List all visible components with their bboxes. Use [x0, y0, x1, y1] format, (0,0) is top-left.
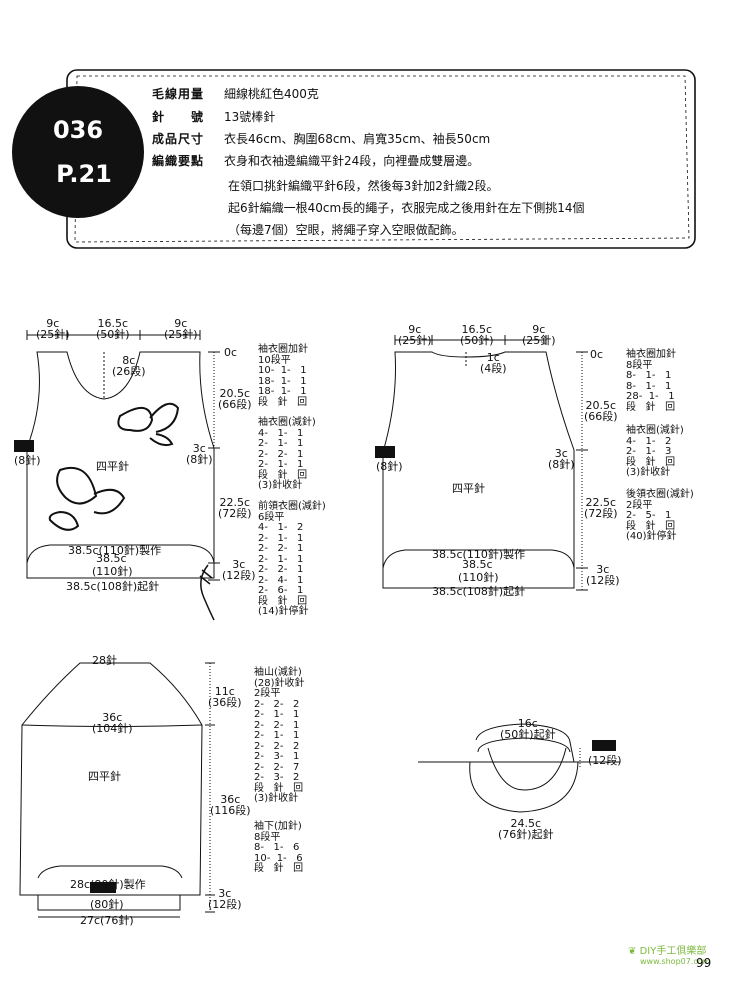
- front-piece-outline: [26, 351, 215, 579]
- watermark-url: www.shop07.com: [640, 957, 711, 966]
- sleeve-mid: 36c (104針): [92, 711, 133, 735]
- sleeve-note-cap: 袖山(減針) (28)針收針 2段平 2- 2- 2 2- 1- 1 2- 2-…: [254, 667, 305, 804]
- front-note-armhole-dec: 袖衣圈(減針) 4- 1- 1 2- 1- 1 2- 2- 1 2- 1- 1 …: [258, 417, 316, 491]
- front-bottom-made: 38.5c(110針)製作: [68, 544, 162, 557]
- spec-value: 13號棒針: [224, 110, 276, 124]
- sleeve-dim-hem: 3c (12段): [208, 887, 242, 911]
- sleeve-dim-length: 36c (116段): [210, 793, 251, 817]
- back-dim-0: 0c: [590, 348, 604, 361]
- sleeve-bottom-sts: (80針): [90, 898, 124, 911]
- back-dim-body: 22.5c (72段): [584, 496, 618, 520]
- back-note-neck-dec: 後領衣圈(減針) 2段平 2- 5- 1 段 針 回 (40)針停針: [626, 489, 694, 542]
- front-dim-0: 0c: [224, 346, 238, 359]
- back-top-dim-left: 9c (25針): [398, 323, 432, 347]
- back-dim-hem: 3c (12段): [586, 563, 620, 587]
- spec-value: 細線桃紅色400克: [224, 87, 319, 101]
- back-top-dim-right: 9c (25針): [522, 323, 556, 347]
- sleeve-dim-cap: 11c (36段): [208, 685, 242, 709]
- watermark-text: DIY手工俱樂部: [639, 946, 707, 957]
- spec-key: 編織要點: [152, 154, 205, 168]
- spec-key: 毛線用量: [152, 87, 205, 101]
- back-piece-outline: [382, 351, 575, 589]
- back-bottom-sts: (110針): [458, 571, 499, 584]
- sleeve-top: 28針: [92, 654, 117, 667]
- spec-yarn: 毛線用量 細線桃紅色400克: [152, 88, 319, 100]
- front-left-tab: [14, 440, 34, 452]
- sleeve-note-underarm: 袖下(加針) 8段平 8- 1- 6 10- 1- 6 段 針 回: [254, 821, 304, 874]
- front-top-dim-right: 9c (25針): [164, 317, 198, 341]
- butterfly-motif: [48, 402, 180, 531]
- back-left-mark: (8針): [376, 460, 403, 473]
- spec-notes: 編織要點 衣身和衣袖邊編織平針24段，向裡疊成雙層邊。: [152, 155, 479, 167]
- back-left-tab: [375, 446, 395, 458]
- spec-key: 成品尺寸: [152, 132, 205, 146]
- pattern-number: 036: [52, 116, 104, 144]
- spec-value: 衣長46cm、胸圍68cm、肩寬35cm、袖長50cm: [224, 132, 491, 146]
- watermark: ❦ DIY手工俱樂部 www.shop07.com: [628, 942, 710, 966]
- front-dim-underarm: 3c (8針): [186, 442, 213, 466]
- front-top-dim-mid: 16.5c (50針): [96, 317, 130, 341]
- front-neck-depth: 8c (26段): [112, 354, 146, 378]
- sleeve-bottom-made: 28c(80針)製作: [70, 878, 146, 891]
- back-bottom-width: 38.5c: [462, 558, 493, 571]
- collar-outline: [418, 723, 620, 813]
- spec-value: 衣身和衣袖邊編織平針24段，向裡疊成雙層邊。: [224, 154, 480, 168]
- spec-continuation-2: 起6針編織一根40cm長的繩子，衣服完成之後用針在左下側挑14個: [228, 201, 585, 215]
- front-note-armhole-inc: 袖衣圈加針 10段平 10- 1- 1 18- 1- 1 18- 1- 1 段 …: [258, 344, 308, 408]
- back-note-armhole-dec: 袖衣圈(減針) 4- 1- 2 2- 1- 3 段 針 回 (3)針收針: [626, 425, 684, 478]
- back-dim-underarm: 3c (8針): [548, 447, 575, 471]
- page-number: 99: [696, 956, 712, 970]
- pattern-badge: 036 P.21: [12, 86, 144, 218]
- back-fabric: 四平針: [452, 482, 485, 495]
- front-note-neck-dec: 前領衣圈(減針) 6段平 4- 1- 2 2- 1- 1 2- 2- 1 2- …: [258, 501, 326, 617]
- front-dim-body: 22.5c (72段): [218, 496, 252, 520]
- sleeve-fabric: 四平針: [88, 770, 121, 783]
- back-bottom-cast: 38.5c(108針)起針: [432, 585, 526, 598]
- collar-bottom: 24.5c (76針)起針: [498, 817, 554, 841]
- collar-tab: [592, 740, 616, 751]
- back-top-dim-mid: 16.5c (50針): [460, 323, 494, 347]
- sleeve-bottom-cast: 27c(76針): [80, 914, 134, 927]
- spec-needle: 針 號 13號棒針: [152, 111, 275, 123]
- spec-size: 成品尺寸 衣長46cm、胸圍68cm、肩寬35cm、袖長50cm: [152, 133, 490, 145]
- front-dim-armhole: 20.5c (66段): [218, 387, 252, 411]
- spec-key: 針 號: [152, 110, 205, 124]
- sleeve-outline: [19, 662, 203, 911]
- front-fabric: 四平針: [96, 460, 129, 473]
- back-bottom-made: 38.5c(110針)製作: [432, 548, 526, 561]
- cord-tassel: [199, 564, 215, 621]
- page-ref: P.21: [56, 160, 112, 188]
- front-left-mark: (8針): [14, 454, 41, 467]
- leaf-icon: ❦: [628, 946, 637, 957]
- front-bottom-sts: (110針): [92, 565, 133, 578]
- back-note-armhole-inc: 袖衣圈加針 8段平 8- 1- 1 8- 1- 1 28- 1- 1 段 針 回: [626, 349, 676, 413]
- spec-continuation-1: 在領口挑針編織平針6段，然後每3針加2針織2段。: [228, 179, 499, 193]
- collar-side: (12段): [588, 754, 622, 767]
- sleeve-tab: [90, 882, 116, 893]
- front-top-dim-left: 9c (25針): [36, 317, 70, 341]
- front-bottom-width: 38.5c: [96, 552, 127, 565]
- back-dim-armhole: 20.5c (66段): [584, 399, 618, 423]
- spec-continuation-3: （每邊7個）空眼，將繩子穿入空眼做配飾。: [228, 223, 464, 237]
- front-bottom-cast: 38.5c(108針)起針: [66, 580, 160, 593]
- front-dim-hem: 3c (12段): [222, 558, 256, 582]
- collar-top: 16c (50針)起針: [500, 717, 556, 741]
- back-neck-depth: 1c (4段): [480, 351, 507, 375]
